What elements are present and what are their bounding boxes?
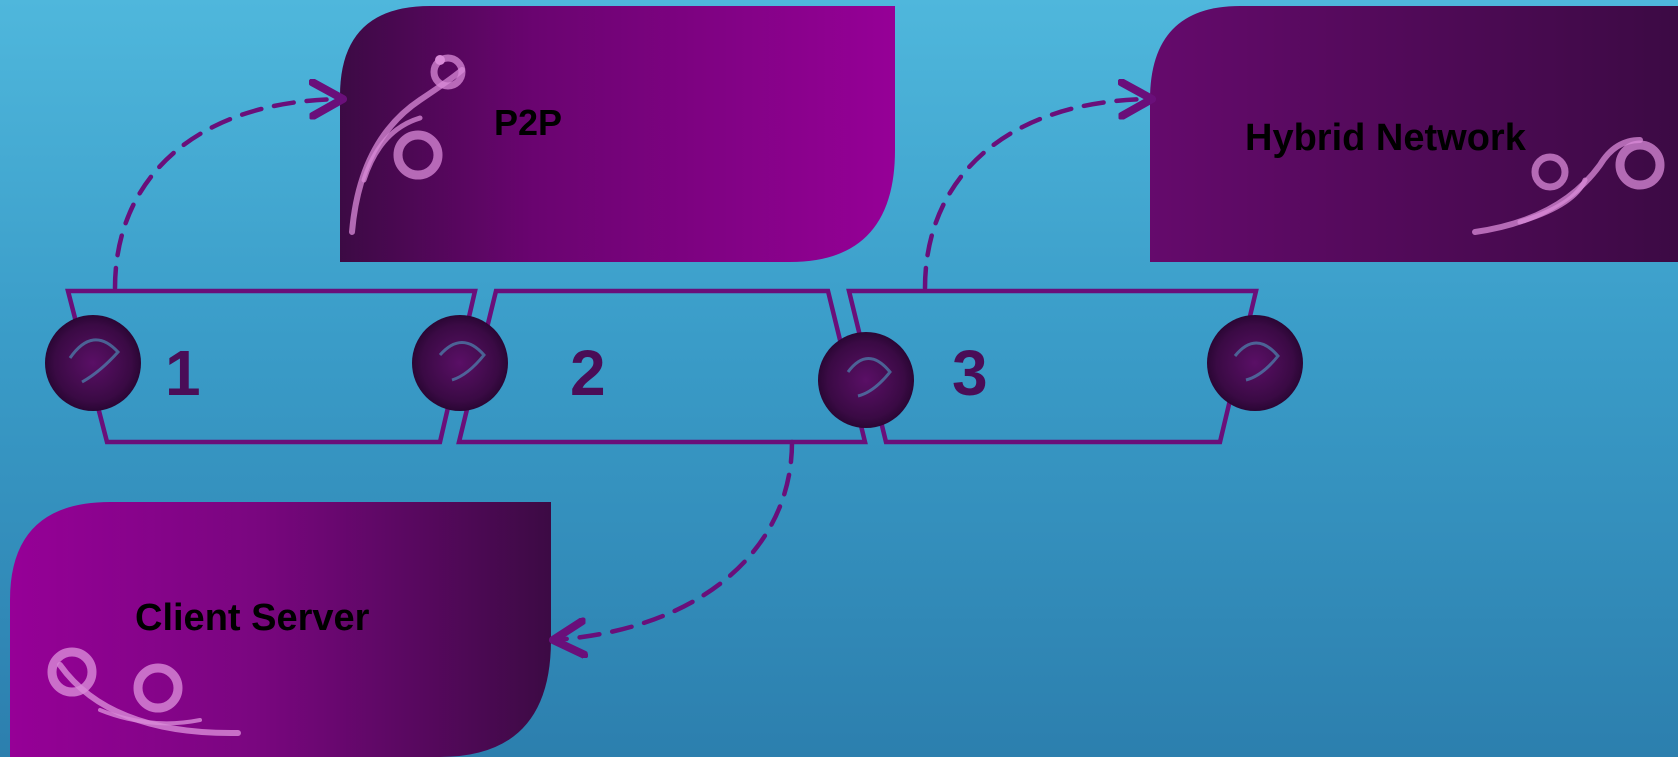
step-number-2: 2 — [570, 337, 606, 409]
connector-arrows — [112, 99, 1152, 640]
dot-marker — [45, 315, 141, 411]
swirl-flourish-icon — [47, 647, 241, 737]
dot-marker — [1207, 315, 1303, 411]
dot-marker — [412, 315, 508, 411]
client-server-label: Client Server — [135, 597, 370, 639]
step-2-box — [456, 288, 868, 445]
arrow-2-to-client-server — [553, 439, 795, 640]
step-strip — [65, 288, 1259, 445]
p2p-label: P2P — [494, 102, 562, 143]
step-number-1: 1 — [165, 337, 201, 409]
p2p-card: P2P — [340, 6, 895, 262]
step-dots — [45, 315, 1303, 428]
swirl-flourish-icon — [349, 54, 466, 235]
arrow-3-to-hybrid — [922, 99, 1152, 291]
hybrid-network-label: Hybrid Network — [1245, 117, 1527, 159]
arrow-1-to-p2p — [112, 99, 343, 291]
swirl-flourish-icon — [1472, 137, 1665, 235]
step-numbers: 1 2 3 — [165, 337, 988, 409]
hybrid-network-card: Hybrid Network — [1150, 6, 1678, 262]
client-server-card: Client Server — [10, 502, 551, 757]
dot-marker — [818, 332, 914, 428]
step-number-3: 3 — [952, 337, 988, 409]
